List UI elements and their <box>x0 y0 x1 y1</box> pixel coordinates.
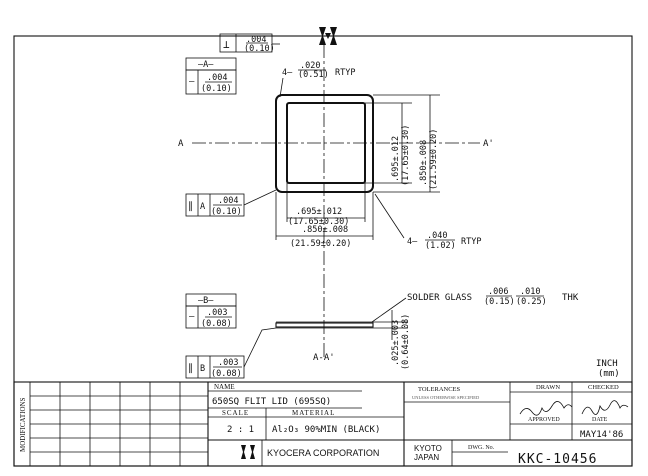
parallelism-b-frame: ∥ B .003 (0.08) <box>185 327 277 379</box>
datum-b-value: .003 <box>207 308 227 318</box>
parallelism-a-value: .004 <box>218 196 238 206</box>
material-value: Al₂O₃ 90%MIN (BLACK) <box>272 425 380 435</box>
name-value: 650SQ FLIT LID (695SQ) <box>212 397 331 407</box>
flatness-value: .004 <box>246 35 266 45</box>
datum-b-frame: —B— — .003 (0.08) <box>185 293 237 329</box>
datum-a-symbol: — <box>189 77 195 87</box>
material-header: MATERIAL <box>292 409 335 417</box>
solder-glass-text: SOLDER GLASS <box>407 293 472 303</box>
flatness-tolerance-frame: ⊥ .004 (0.10) <box>219 33 280 54</box>
dim-horizontal-outer-value: .850±.008 <box>302 225 348 235</box>
dim-horizontal-inner-value: .695±.012 <box>296 207 342 217</box>
datum-a-frame: —A— — .004 (0.10) <box>185 57 237 95</box>
radius-bottom-metric: (1.02) <box>425 241 456 251</box>
solder-glass-suffix: THK <box>562 293 579 303</box>
radius-bottom-prefix: 4— <box>407 237 418 247</box>
dim-horizontal-outer-metric: (21.59±0.20) <box>290 239 351 249</box>
dim-vertical-outer-metric: (21.59±0.20) <box>429 129 439 190</box>
lid-section-view <box>275 321 374 329</box>
parallelism-a-symbol: ∥ <box>188 201 193 212</box>
datum-b-metric: (0.08) <box>201 319 232 329</box>
radius-top-metric: (0.51) <box>298 70 329 80</box>
radius-top-prefix: 4— <box>282 68 293 78</box>
radius-top-suffix: RTYP <box>335 68 355 78</box>
drawn-signature-icon <box>519 401 573 416</box>
scale-header: SCALE <box>222 409 249 417</box>
solder-glass-m2: (0.25) <box>516 297 547 307</box>
thickness-value: .025±.003 <box>391 320 401 366</box>
date-header: DATE <box>592 417 608 423</box>
corner-radius-bottom-callout: 4— .040 (1.02) RTYP <box>374 193 481 251</box>
company-city: KYOTO <box>414 444 442 453</box>
section-view-label: A-A' <box>313 353 335 363</box>
lid-outer-outline <box>275 94 374 193</box>
flatness-metric: (0.10) <box>244 44 275 54</box>
parallelism-a-frame: ∥ A .004 (0.10) <box>185 189 277 217</box>
section-label-right: A' <box>483 139 494 149</box>
radius-top-value: .020 <box>300 61 320 71</box>
date-value: MAY14'86 <box>580 430 623 440</box>
datum-a-metric: (0.10) <box>201 84 232 94</box>
datum-a-value: .004 <box>207 73 227 83</box>
parallelism-a-datum: A <box>200 202 205 212</box>
units-line1: INCH <box>596 359 618 369</box>
checked-signature-icon <box>581 400 629 415</box>
revision-grid <box>30 382 208 466</box>
dim-vertical-inner-value: .695±.012 <box>391 136 401 182</box>
radius-bottom-suffix: RTYP <box>461 237 481 247</box>
kyocera-small-logo-icon <box>241 445 255 459</box>
flatness-symbol: ⊥ <box>223 38 230 51</box>
solder-glass-v1: .006 <box>488 287 508 297</box>
solder-glass-callout: SOLDER GLASS .006 (0.15) .010 (0.25) THK <box>371 287 579 323</box>
parallelism-b-value: .003 <box>218 358 238 368</box>
horizontal-dimensions: .695±.012 (17.65±0.30) .850±.008 (21.59±… <box>275 183 374 249</box>
parallelism-a-metric: (0.10) <box>211 207 242 217</box>
section-label-left: A <box>178 139 184 149</box>
parallelism-b-metric: (0.08) <box>211 369 242 379</box>
drawn-header: DRAWN <box>536 384 560 391</box>
dwg-no-value: KKC-10456 <box>518 452 597 467</box>
kyocera-logo-icon <box>319 27 337 45</box>
radius-bottom-value: .040 <box>427 231 447 241</box>
tolerances-note: UNLESS OTHERWISE SPECIFIED <box>412 395 480 400</box>
modifications-label: MODIFICATIONS <box>19 397 27 452</box>
company-country: JAPAN <box>414 453 439 462</box>
dwg-no-header: DWG. No. <box>468 445 495 451</box>
datum-b-symbol: — <box>189 312 195 322</box>
vertical-dimensions: .695±.012 (17.65±0.30) .850±.008 (21.59±… <box>365 94 440 193</box>
lid-inner-outline <box>286 102 366 184</box>
parallelism-b-symbol: ∥ <box>188 363 193 374</box>
thickness-dimension: .025±.003 (0.64±0.08) <box>373 310 411 370</box>
solder-glass-m1: (0.15) <box>484 297 515 307</box>
name-header: NAME <box>214 383 235 391</box>
solder-glass-v2: .010 <box>520 287 540 297</box>
scale-value: 2 : 1 <box>227 425 254 435</box>
tolerances-header: TOLERANCES <box>418 386 461 393</box>
units-line2: (mm) <box>598 369 620 379</box>
parallelism-b-datum: B <box>200 364 205 374</box>
approved-header: APPROVED <box>528 417 560 423</box>
corner-radius-top-callout: 4— .020 (0.51) RTYP <box>279 61 355 98</box>
dim-horizontal-inner-metric: (17.65±0.30) <box>288 217 349 227</box>
dim-vertical-inner-metric: (17.65±0.30) <box>401 125 411 186</box>
title-block: MODIFICATIONS NAME 650SQ FLIT LID (695SQ… <box>13 381 633 467</box>
thickness-metric: (0.64±0.08) <box>401 314 411 370</box>
checked-header: CHECKED <box>588 384 619 391</box>
company-name: KYOCERA CORPORATION <box>267 448 379 458</box>
datum-a-label: —A— <box>198 60 214 70</box>
datum-b-label: —B— <box>198 296 214 306</box>
dim-vertical-outer-value: .850±.008 <box>419 140 429 186</box>
